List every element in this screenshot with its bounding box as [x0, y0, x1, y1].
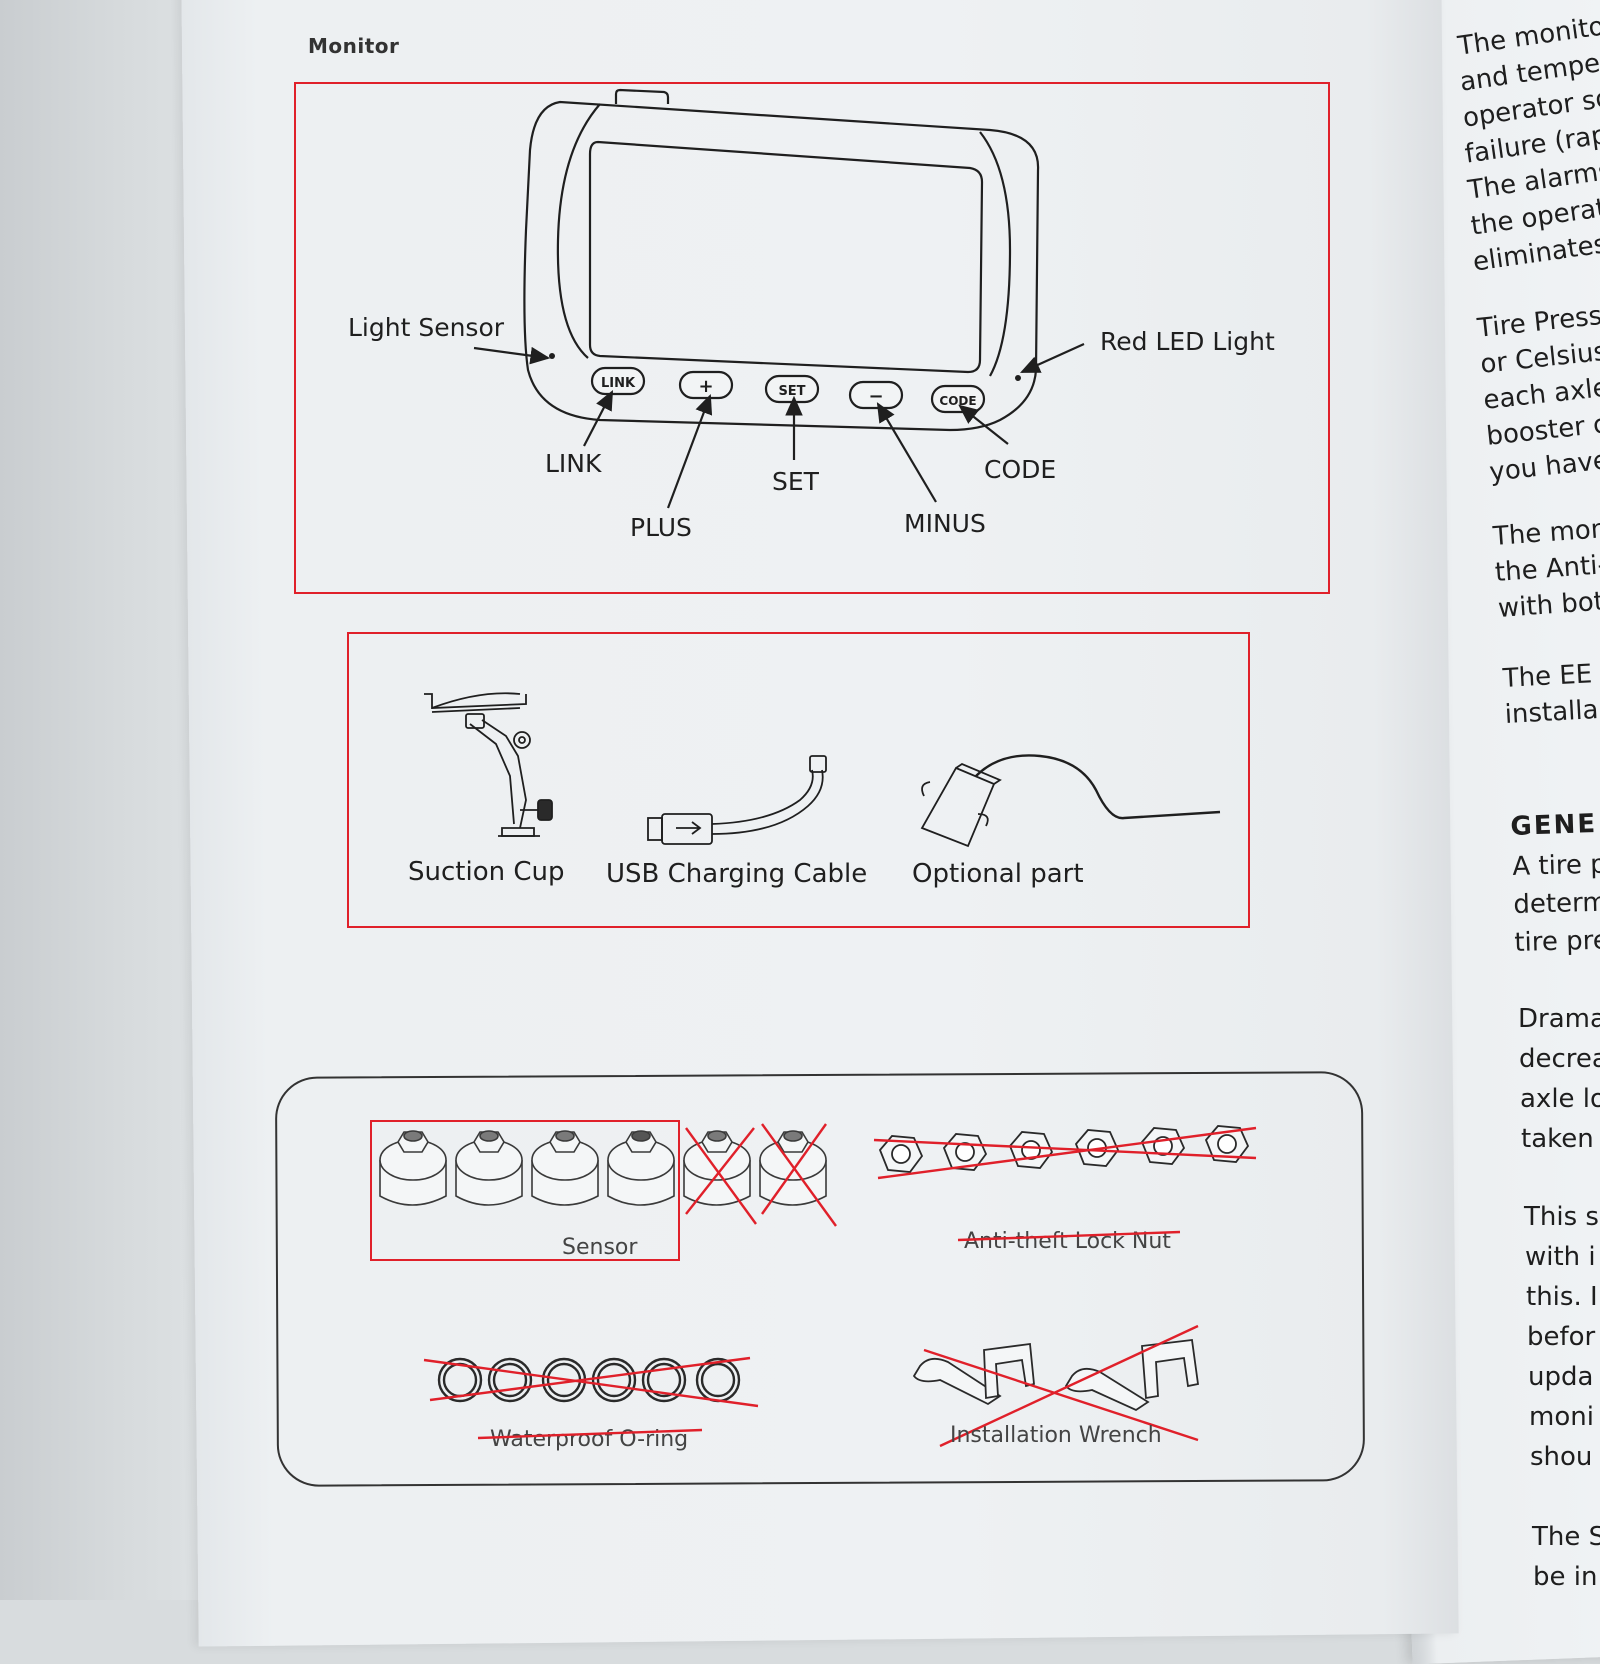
right-text-line: moni [1529, 1402, 1594, 1432]
monitor-heading: Monitor [308, 34, 400, 58]
light-sensor-label: Light Sensor [348, 313, 505, 342]
sensor-unit [531, 1130, 599, 1206]
monitor-right-bezel [979, 131, 1012, 377]
minus-arrow [876, 402, 937, 503]
right-text-line: shou [1530, 1442, 1593, 1472]
o-ring [487, 1357, 533, 1403]
lock-nut [878, 1135, 924, 1173]
monitor-housing [523, 100, 1040, 432]
wrench [912, 1342, 1035, 1406]
suction-cup-illustration [424, 692, 553, 837]
minus-button: − [848, 380, 904, 410]
code-button: CODE [930, 384, 986, 414]
wrench-cross-outs [923, 1324, 1199, 1448]
o-ring [641, 1357, 687, 1403]
sensor-unit [607, 1130, 675, 1206]
right-text-line: befor [1527, 1322, 1596, 1352]
optional-part-illustration [920, 754, 1221, 848]
plus-label: PLUS [630, 513, 692, 542]
sensor-illustrations [379, 1130, 827, 1206]
link-label: LINK [545, 449, 602, 478]
sensor-highlight-box [370, 1120, 680, 1261]
red-led-label: Red LED Light [1100, 327, 1275, 356]
optional-part-label: Optional part [912, 859, 1084, 889]
link-arrow [583, 390, 614, 447]
light-sensor-arrow [473, 346, 551, 365]
monitor-highlight-box [294, 82, 1330, 594]
right-text-line: This s [1524, 1202, 1599, 1232]
red-led-dot [1015, 375, 1021, 381]
minus-button-label: − [868, 386, 883, 407]
monitor-left-bezel [556, 103, 601, 359]
right-text-line: upda [1528, 1362, 1594, 1392]
suction-cup-label: Suction Cup [408, 857, 564, 887]
right-text-line: taken [1521, 1124, 1594, 1154]
monitor-screen [588, 140, 984, 374]
lock-nut-cross-outs [873, 1126, 1257, 1180]
usb-cable-label: USB Charging Cable [606, 859, 867, 889]
set-label: SET [772, 467, 820, 496]
plus-button: + [678, 370, 734, 400]
red-led-arrow [1019, 342, 1085, 374]
right-text-line: be in [1533, 1562, 1598, 1592]
minus-label: MINUS [904, 509, 986, 538]
code-label: CODE [984, 455, 1056, 484]
plus-button-label: + [698, 376, 713, 397]
monitor-device-illustration [523, 88, 1040, 432]
set-button: SET [764, 374, 820, 404]
sensor-label: Sensor [562, 1235, 638, 1260]
wrench [1064, 1339, 1200, 1412]
set-button-label: SET [778, 384, 805, 399]
accessories-highlight-box [347, 632, 1250, 928]
wrench-illustrations [912, 1339, 1200, 1412]
light-sensor-dot [549, 353, 555, 359]
o-ring-label-strike [477, 1428, 703, 1440]
usb-cable-illustration [647, 755, 827, 845]
link-button: LINK [590, 366, 646, 396]
lock-nut-label-strike [957, 1230, 1181, 1242]
link-button-label: LINK [601, 376, 636, 391]
wrench-label: Installation Wrench [950, 1423, 1162, 1448]
right-text-line: Drama [1518, 1004, 1600, 1034]
o-ring [591, 1357, 637, 1403]
illustrations-layer: LINK + SET − CODE Light Sensor Red LED L… [348, 88, 1275, 1452]
right-text-line: The S [1532, 1522, 1600, 1552]
callout-arrows [473, 342, 1085, 509]
monitor-top-clip [614, 88, 670, 104]
lock-nut [1140, 1127, 1186, 1165]
right-text-line: decrea [1519, 1044, 1600, 1074]
lock-nut [1204, 1125, 1250, 1163]
lock-nut [1008, 1131, 1054, 1169]
right-text-line: with i [1525, 1242, 1596, 1272]
plus-arrow [666, 393, 713, 509]
code-arrow [958, 404, 1009, 445]
sensor-unit-excluded [683, 1130, 751, 1206]
sensor-unit [379, 1130, 447, 1206]
sensor-unit-excluded [759, 1130, 827, 1206]
right-text-line: axle lo [1520, 1084, 1600, 1114]
sensor-cross-outs [685, 1123, 837, 1227]
right-text-line: this. I [1526, 1282, 1598, 1312]
sensor-unit [455, 1130, 523, 1206]
code-button-label: CODE [939, 394, 976, 408]
o-ring-cross-outs [423, 1356, 759, 1408]
